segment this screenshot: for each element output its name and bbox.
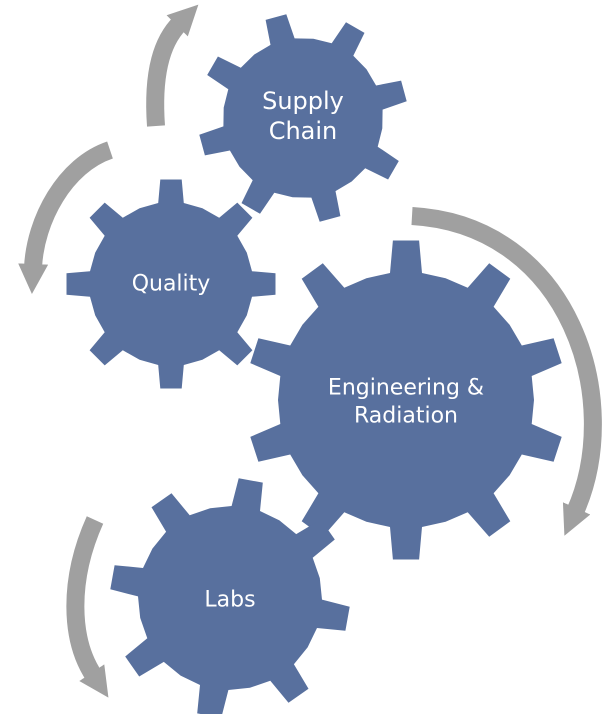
engineering-label-line-1: Engineering &	[327, 375, 485, 401]
supply-chain-label: Supply Chain	[262, 86, 344, 146]
supply-chain-label-line-1: Supply	[262, 87, 344, 115]
engineering-radiation-label: Engineering & Radiation	[328, 375, 484, 430]
cycle-arrow-right	[411, 207, 602, 536]
cycle-arrow-left	[18, 141, 114, 294]
labs-gear	[110, 478, 350, 714]
supply-chain-label-line-2: Chain	[268, 117, 338, 145]
cycle-arrow-bottom	[66, 516, 109, 698]
quality-label: Quality	[131, 271, 211, 297]
cycle-arrow-top	[146, 4, 199, 127]
engineering-radiation-gear	[250, 240, 562, 560]
labs-label: Labs	[204, 587, 256, 613]
engineering-label-line-2: Radiation	[354, 403, 458, 428]
supply-chain-gear	[199, 14, 407, 222]
quality-gear	[66, 179, 276, 389]
